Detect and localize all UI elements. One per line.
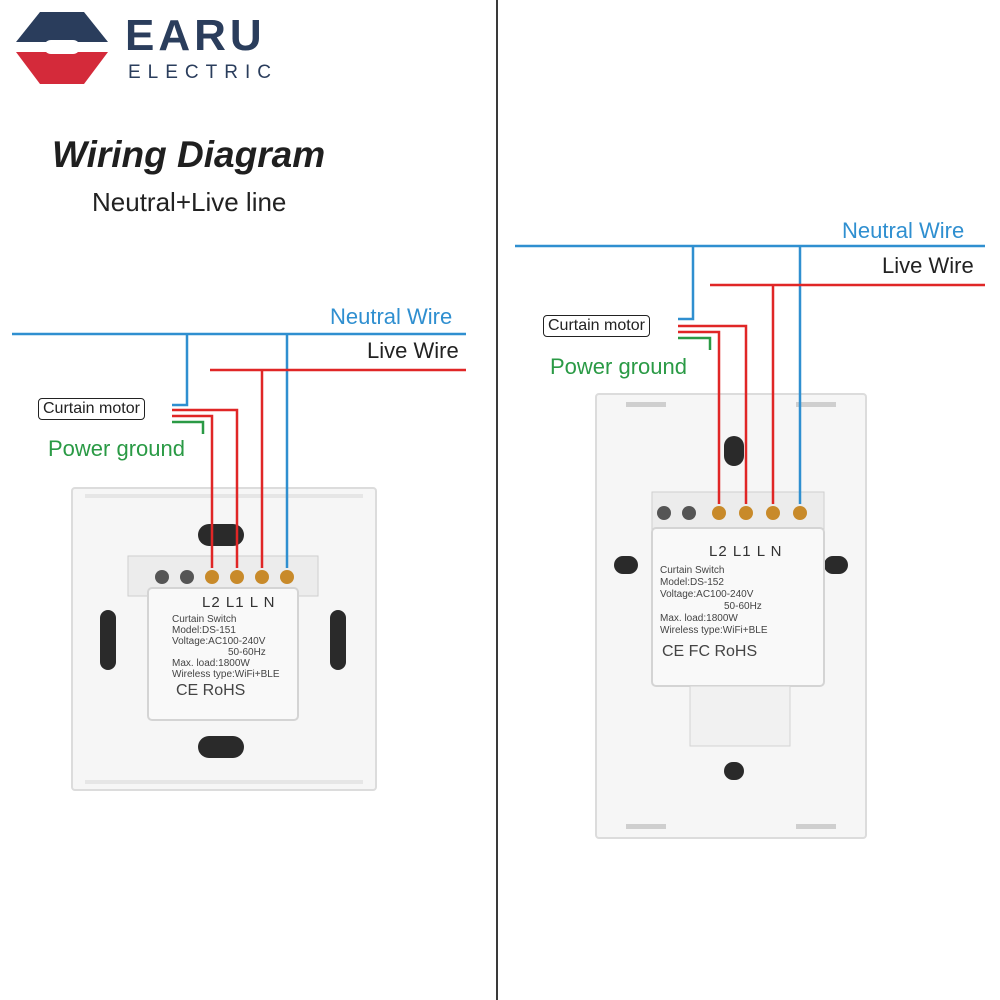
panel-divider (496, 0, 498, 1000)
left-wireless-type: Wireless type:WiFi+BLE (172, 669, 280, 680)
right-switch-plate (595, 393, 867, 839)
diagram-subtitle: Neutral+Live line (92, 187, 287, 217)
left-live-wire-label: Live Wire (367, 338, 459, 363)
right-curtain-motor-label: Curtain motor (543, 315, 650, 337)
left-wires (12, 332, 466, 568)
right-terminal-labels: L2 L1 L N (709, 543, 783, 560)
right-wireless-type: Wireless type:WiFi+BLE (660, 625, 768, 636)
left-frequency: 50-60Hz (228, 647, 266, 658)
left-neutral-wire-label: Neutral Wire (330, 304, 453, 329)
left-model: Model:DS-151 (172, 625, 236, 636)
brand-logo-icon (16, 12, 108, 84)
left-voltage: Voltage:AC100-240V (172, 636, 266, 647)
left-terminals (155, 570, 294, 584)
right-frequency: 50-60Hz (724, 601, 762, 612)
brand-subtitle: ELECTRIC (128, 62, 278, 83)
right-voltage: Voltage:AC100-240V (660, 589, 754, 600)
right-terminals (657, 506, 807, 520)
left-terminal-labels: L2 L1 L N (202, 594, 276, 611)
left-curtain-motor-label: Curtain motor (38, 398, 145, 420)
diagram-title: Wiring Diagram (52, 134, 326, 175)
right-cert-marks: CE FC RoHS (662, 643, 758, 660)
left-max-load: Max. load:1800W (172, 658, 250, 669)
right-max-load: Max. load:1800W (660, 613, 738, 624)
brand-name: EARU (125, 11, 266, 60)
right-neutral-wire-label: Neutral Wire (842, 218, 965, 243)
left-switch-name: Curtain Switch (172, 614, 237, 625)
left-cert-marks: CE RoHS (176, 682, 246, 699)
right-power-ground-label: Power ground (550, 354, 687, 379)
right-switch-name: Curtain Switch (660, 565, 725, 576)
right-wires (515, 244, 985, 504)
left-power-ground-label: Power ground (48, 436, 185, 461)
right-live-wire-label: Live Wire (882, 253, 974, 278)
right-model: Model:DS-152 (660, 577, 724, 588)
